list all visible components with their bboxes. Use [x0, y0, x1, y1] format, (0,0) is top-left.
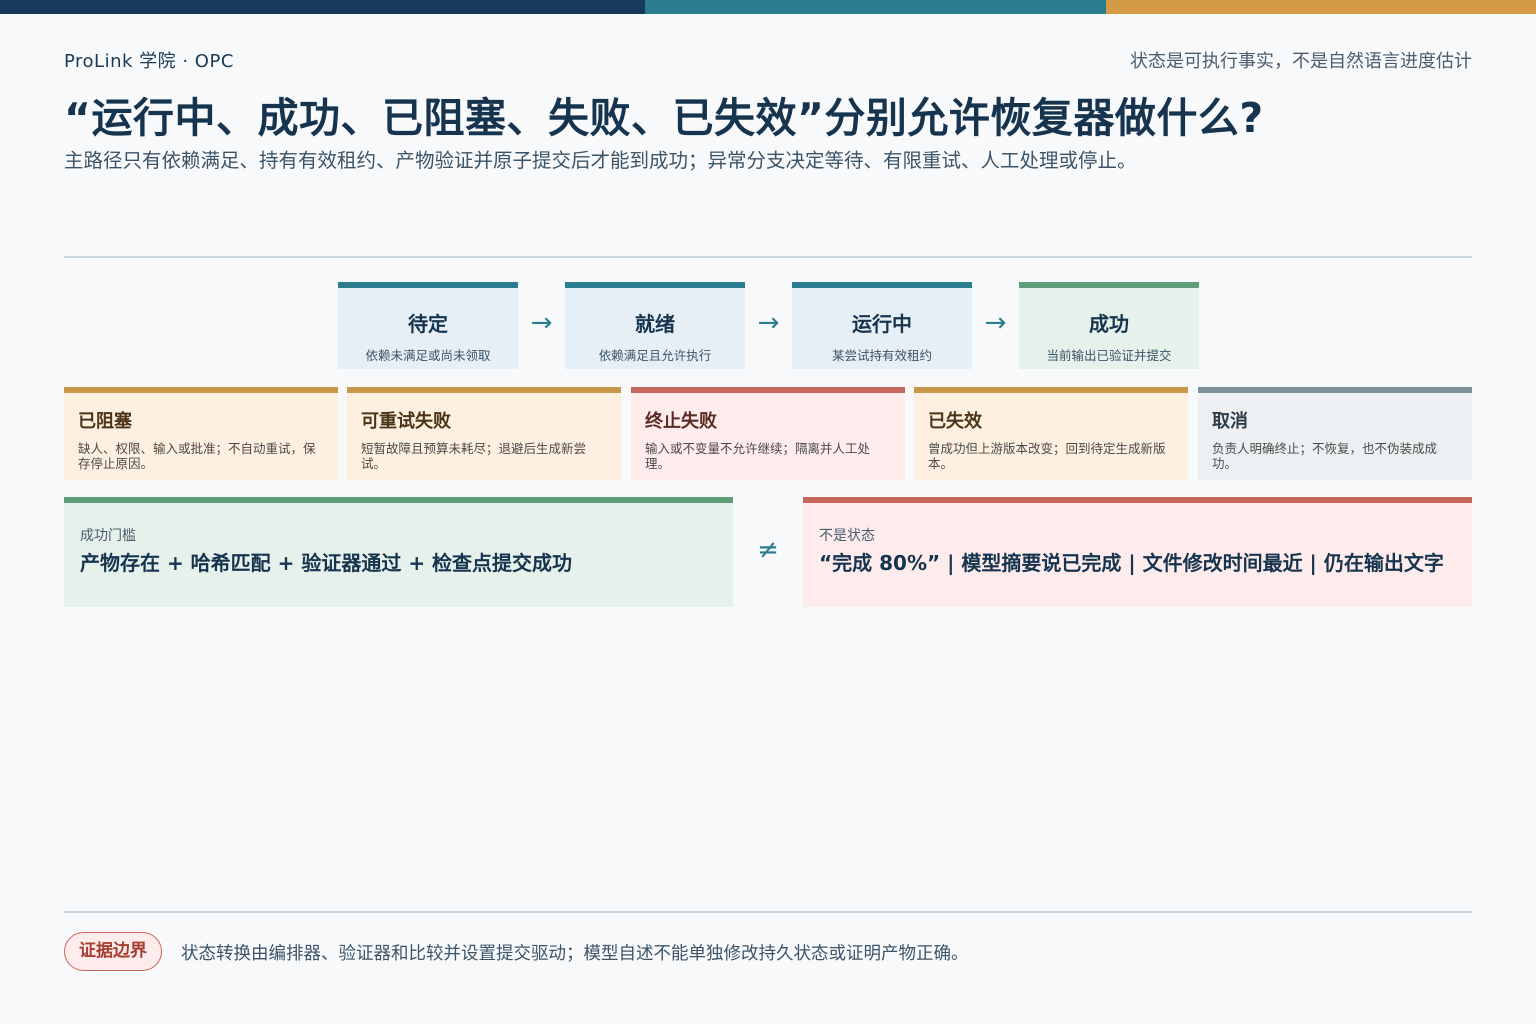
top-bar-segment-teal — [645, 0, 1106, 14]
evidence-boundary-badge: 证据边界 — [64, 932, 162, 971]
page-title: “运行中、成功、已阻塞、失败、已失效”分别允许恢复器做什么? — [64, 94, 1264, 142]
branch-desc: 负责人明确终止；不恢复，也不伪装成成功。 — [1212, 441, 1438, 471]
state-pending: 待定 依赖未满足或尚未领取 — [338, 282, 518, 369]
top-bar-segment-amber — [1106, 0, 1536, 14]
not-state-text: “完成 80%” | 模型摘要说已完成 | 文件修改时间最近 | 仍在输出文字 — [819, 551, 1444, 575]
success-gate-label: 成功门槛 — [80, 528, 136, 544]
branch-desc: 曾成功但上游版本改变；回到待定生成新版本。 — [928, 441, 1166, 471]
state-desc: 某尝试持有效租约 — [831, 348, 932, 363]
arrow-right-icon: → — [530, 308, 553, 338]
not-equal-icon: ≠ — [757, 535, 779, 565]
state-name: 运行中 — [852, 312, 912, 336]
state-desc: 依赖满足且允许执行 — [598, 348, 712, 363]
branch-name: 可重试失败 — [361, 411, 451, 432]
top-color-bar — [0, 0, 1536, 14]
state-name: 就绪 — [635, 312, 675, 336]
not-state-label: 不是状态 — [819, 528, 875, 544]
branch-invalidated: 已失效 曾成功但上游版本改变；回到待定生成新版本。 — [914, 387, 1188, 480]
branch-desc: 输入或不变量不允许继续；隔离并人工处理。 — [645, 441, 871, 471]
brand-label: ProLink 学院 · OPC — [64, 51, 234, 72]
branch-terminal-failure: 终止失败 输入或不变量不允许继续；隔离并人工处理。 — [631, 387, 905, 480]
top-bar-segment-navy — [0, 0, 645, 14]
success-gate-panel: 成功门槛 产物存在 + 哈希匹配 + 验证器通过 + 检查点提交成功 — [64, 497, 733, 607]
arrow-right-icon: → — [757, 308, 780, 338]
branch-name: 已失效 — [928, 411, 982, 432]
state-ready: 就绪 依赖满足且允许执行 — [565, 282, 745, 369]
state-success: 成功 当前输出已验证并提交 — [1019, 282, 1199, 369]
branch-name: 取消 — [1212, 411, 1248, 432]
success-gate-text: 产物存在 + 哈希匹配 + 验证器通过 + 检查点提交成功 — [80, 551, 573, 575]
arrow-right-icon: → — [984, 308, 1007, 338]
divider-top — [64, 256, 1472, 258]
page-subtitle: 主路径只有依赖满足、持有有效租约、产物验证并原子提交后才能到成功；异常分支决定等… — [64, 149, 1137, 172]
branch-desc: 短暂故障且预算未耗尽；退避后生成新尝试。 — [361, 441, 587, 471]
tagline: 状态是可执行事实，不是自然语言进度估计 — [1130, 51, 1472, 72]
branch-blocked: 已阻塞 缺人、权限、输入或批准；不自动重试，保存停止原因。 — [64, 387, 338, 480]
state-running: 运行中 某尝试持有效租约 — [792, 282, 972, 369]
state-name: 待定 — [408, 312, 448, 336]
branch-name: 终止失败 — [645, 411, 717, 432]
branch-cancelled: 取消 负责人明确终止；不恢复，也不伪装成成功。 — [1198, 387, 1472, 480]
not-state-panel: 不是状态 “完成 80%” | 模型摘要说已完成 | 文件修改时间最近 | 仍在… — [803, 497, 1472, 607]
state-desc: 当前输出已验证并提交 — [1046, 348, 1172, 363]
branch-name: 已阻塞 — [78, 411, 132, 432]
divider-bottom — [64, 911, 1472, 913]
state-desc: 依赖未满足或尚未领取 — [365, 348, 491, 363]
branch-retryable-failure: 可重试失败 短暂故障且预算未耗尽；退避后生成新尝试。 — [347, 387, 621, 480]
evidence-boundary-text: 状态转换由编排器、验证器和比较并设置提交驱动；模型自述不能单独修改持久状态或证明… — [181, 944, 969, 964]
state-name: 成功 — [1089, 312, 1129, 336]
branch-desc: 缺人、权限、输入或批准；不自动重试，保存停止原因。 — [78, 441, 316, 471]
